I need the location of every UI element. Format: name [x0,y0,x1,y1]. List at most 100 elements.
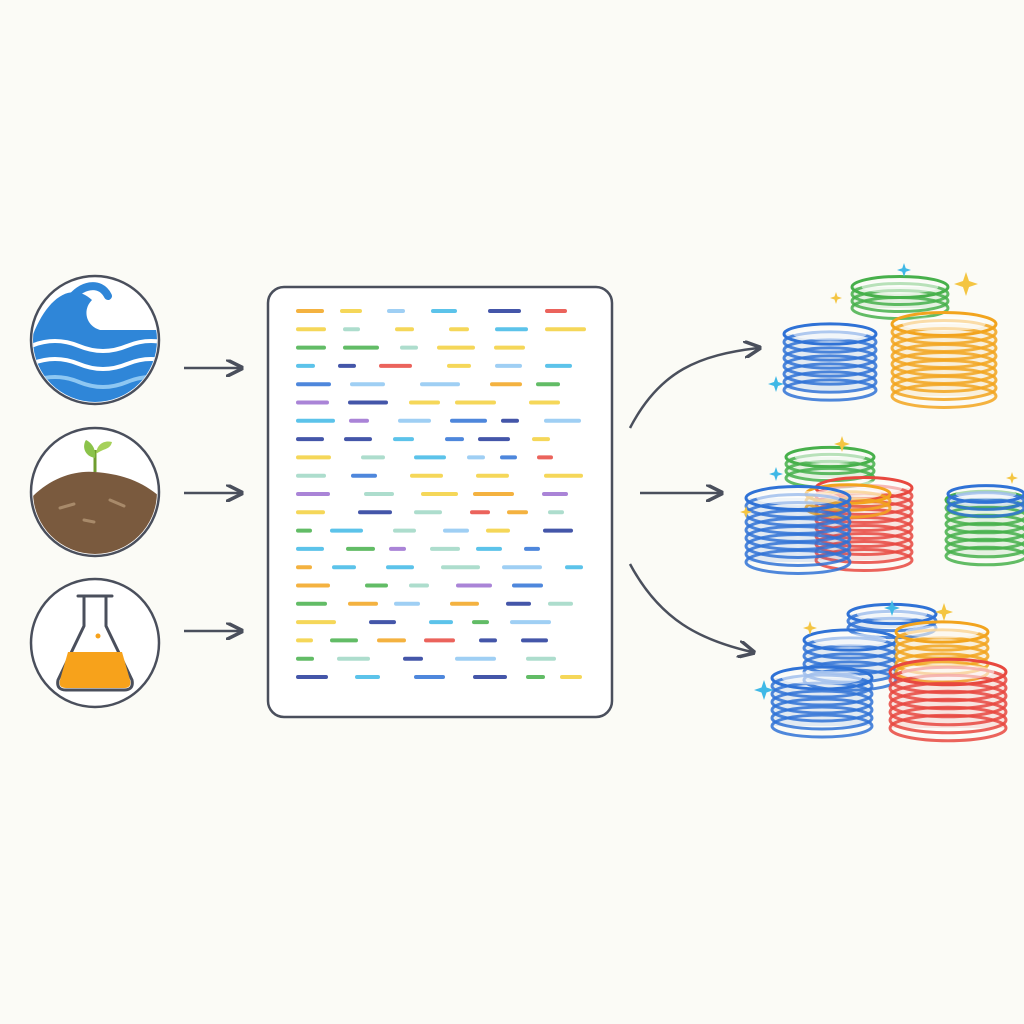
sequence-read [296,656,314,661]
sequence-read [529,400,560,405]
sequence-read [296,638,313,643]
sequence-read [495,327,528,332]
sequence-read [358,510,392,515]
sequence-read [414,675,445,679]
sequence-read [501,418,519,423]
sequence-read [495,363,522,368]
sequence-read [455,656,496,661]
sequence-read [536,382,560,387]
sequence-read [296,546,324,551]
lab-flask-icon [29,577,161,709]
sequence-read [409,583,429,588]
sequence-read [365,583,388,588]
sparkle-icon [935,603,953,621]
sequence-read [455,400,496,405]
sequence-read [296,473,326,478]
sequence-read [472,620,489,625]
sequence-read [296,345,326,350]
sequence-read [355,675,380,679]
sparkle-icon [830,292,842,304]
sequence-read [431,309,457,313]
sparkle-icon [954,272,978,296]
sequence-read [478,437,510,442]
sequence-data-icon [266,285,614,719]
arrow-panel-to-output-top [628,348,758,429]
sequence-read [296,418,335,423]
sequence-read [296,601,327,606]
sequence-read [476,473,509,478]
sequence-read [560,675,582,679]
sequence-read [421,492,458,496]
sequence-read [296,528,312,533]
sequence-read [565,565,583,570]
sequence-read [330,638,358,643]
soil-sprout-icon [29,426,161,558]
coil-blue [770,665,874,739]
sequence-read [545,309,567,313]
sequence-read [424,638,455,643]
sequence-read [393,528,416,533]
sequence-read [364,492,394,496]
sequence-read [445,437,464,442]
sequence-read [330,528,363,533]
sparkle-icon [740,506,752,518]
sequence-read [488,309,521,313]
sequence-read [394,601,420,606]
sequence-read [296,675,328,679]
sequence-panel-frame [266,285,614,719]
sequence-read [521,638,548,643]
sequence-reads [296,309,586,679]
sequence-read [447,363,471,368]
sequence-read [400,345,418,350]
sequence-read [414,455,446,460]
sequence-read [393,437,414,442]
sparkle-icon [834,436,850,452]
sequence-read [548,601,573,606]
sequence-read [296,620,336,625]
sequence-read [479,638,497,643]
sequence-read [349,418,369,423]
sequence-read [429,620,453,625]
sequence-read [296,565,312,570]
sequence-read [296,455,331,460]
sequence-read [340,309,362,313]
coil-red [888,657,1008,743]
sequence-read [395,327,414,332]
sequence-read [532,437,550,442]
coil-blue [744,485,852,575]
sequence-read [467,455,485,460]
sequence-read [337,656,370,661]
sequence-read [403,656,423,661]
sequence-read [441,565,480,570]
sequence-read [296,492,330,496]
sequence-read [545,327,586,332]
sequence-read [502,565,542,570]
output-arrows [628,348,758,652]
sequence-read [398,418,431,423]
sequence-read [430,546,460,551]
sequence-read [543,528,573,533]
sequence-read [387,309,405,313]
sequence-read [296,363,315,368]
sequence-read [348,601,378,606]
sequence-read [386,565,414,570]
sequence-read [524,546,540,551]
coil-stack-icon-middle [740,436,1024,575]
coil-stack-icon-top [768,263,998,409]
sparkle-icon [768,376,784,392]
sequence-read [332,565,356,570]
sequence-read [500,455,517,460]
sequence-read [548,510,564,515]
sparkle-icon [1006,472,1018,484]
sequence-read [490,382,522,387]
sparkle-icon [884,600,900,616]
sequence-read [351,473,377,478]
sequence-read [410,473,443,478]
sequence-read [343,345,379,350]
coil-orange [890,311,998,409]
sequence-read [420,382,460,387]
sequence-read [470,510,490,515]
output-groups [740,263,1024,743]
sequence-read [344,437,372,442]
